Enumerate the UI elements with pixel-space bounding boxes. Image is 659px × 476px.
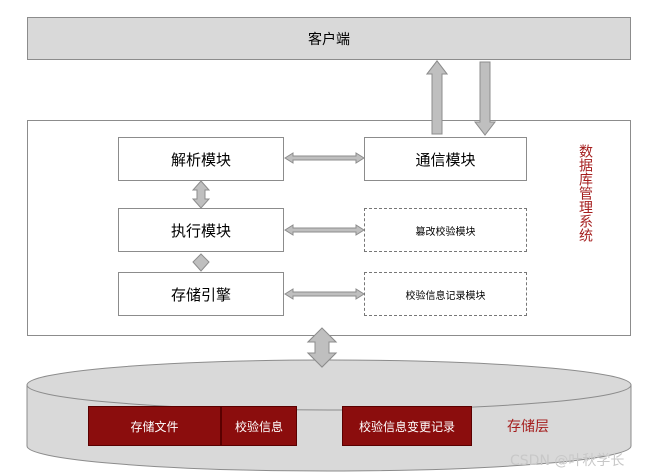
client-label: 客户端	[308, 31, 350, 48]
storage-item-checksum-label: 校验信息	[234, 419, 283, 434]
storage-layer-label: 存储层	[507, 419, 549, 435]
module-comm-label: 通信模块	[415, 150, 476, 169]
module-verify-log-label: 校验信息记录模块	[405, 290, 486, 302]
storage-item-files: 存储文件	[88, 406, 221, 446]
storage-item-change-log-label: 校验信息变更记录	[358, 419, 455, 434]
module-exec: 执行模块	[118, 208, 284, 252]
module-storage-engine-label: 存储引擎	[170, 285, 231, 304]
module-parse: 解析模块	[118, 137, 284, 181]
module-parse-label: 解析模块	[170, 150, 231, 169]
storage-item-checksum: 校验信息	[221, 406, 297, 446]
module-comm: 通信模块	[364, 137, 527, 181]
storage-item-change-log: 校验信息变更记录	[342, 406, 472, 446]
module-tamper: 篡改校验模块	[364, 208, 527, 252]
storage-item-files-label: 存储文件	[130, 419, 179, 434]
client-bar: 客户端	[27, 17, 631, 60]
module-tamper-label: 篡改校验模块	[415, 226, 476, 238]
dbms-label: 数据库管理系统	[577, 144, 593, 242]
watermark: CSDN @叶秋学长	[510, 453, 625, 469]
module-verify-log: 校验信息记录模块	[364, 272, 527, 316]
module-storage-engine: 存储引擎	[118, 272, 284, 316]
module-exec-label: 执行模块	[170, 221, 231, 240]
